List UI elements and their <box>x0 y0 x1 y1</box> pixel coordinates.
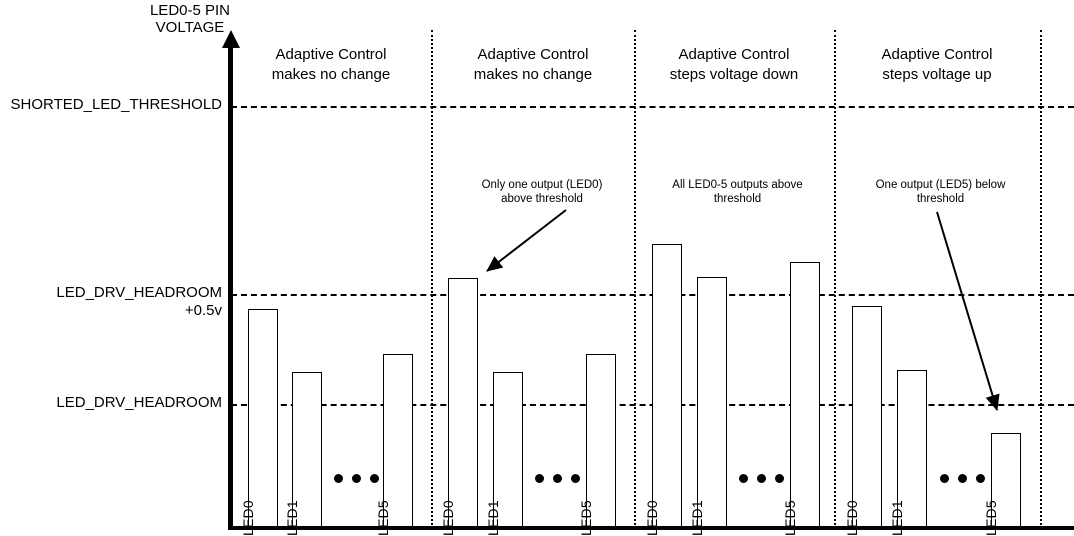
panel-3-note: All LED0-5 outputs above threshold <box>672 179 803 205</box>
panel-divider-2 <box>634 30 636 529</box>
y-axis-arrow-icon <box>222 30 240 48</box>
bar-panel2-led0 <box>448 278 478 527</box>
panel-divider-1 <box>431 30 433 529</box>
panel-divider-right-edge <box>1040 30 1042 529</box>
panel-4-title: Adaptive Control steps voltage up <box>881 46 993 83</box>
bar-panel3-led5 <box>790 262 820 527</box>
arrow-panel-2 <box>486 209 567 272</box>
x-axis-baseline <box>228 526 1074 530</box>
bar-panel2-led1 <box>493 372 523 527</box>
panel-2-note: Only one output (LED0) above threshold <box>481 179 603 205</box>
bar-panel2-led5 <box>586 354 616 527</box>
bar-panel1-led1 <box>292 372 322 527</box>
bar-panel1-led5 <box>383 354 413 527</box>
bar-panel4-led5 <box>991 433 1021 527</box>
panel-3-title: Adaptive Control steps voltage down <box>669 46 799 83</box>
panel-1-ellipsis-icon <box>334 474 379 483</box>
panel-4-ellipsis-icon <box>940 474 985 483</box>
label-led-drv-headroom-plus: LED_DRV_HEADROOM +0.5v <box>56 284 222 319</box>
label-led-drv-headroom: LED_DRV_HEADROOM <box>56 394 222 411</box>
threshold-line-shorted <box>231 106 1074 108</box>
label-shorted-led-threshold: SHORTED_LED_THRESHOLD <box>10 96 222 113</box>
panel-2-ellipsis-icon <box>535 474 580 483</box>
bar-panel4-led0 <box>852 306 882 527</box>
bar-panel1-led0 <box>248 309 278 527</box>
panel-1-title: Adaptive Control makes no change <box>271 46 391 83</box>
panel-3-ellipsis-icon <box>739 474 784 483</box>
y-axis-line <box>228 46 233 529</box>
arrow-panel-4 <box>936 211 1000 411</box>
panel-4-note: One output (LED5) below threshold <box>875 179 1006 205</box>
bar-panel3-led1 <box>697 277 727 527</box>
panel-divider-3 <box>834 30 836 529</box>
panel-2-title: Adaptive Control makes no change <box>473 46 593 83</box>
y-axis-title: LED0-5 PIN VOLTAGE <box>149 2 231 36</box>
bar-panel4-led1 <box>897 370 927 527</box>
bar-panel3-led0 <box>652 244 682 527</box>
